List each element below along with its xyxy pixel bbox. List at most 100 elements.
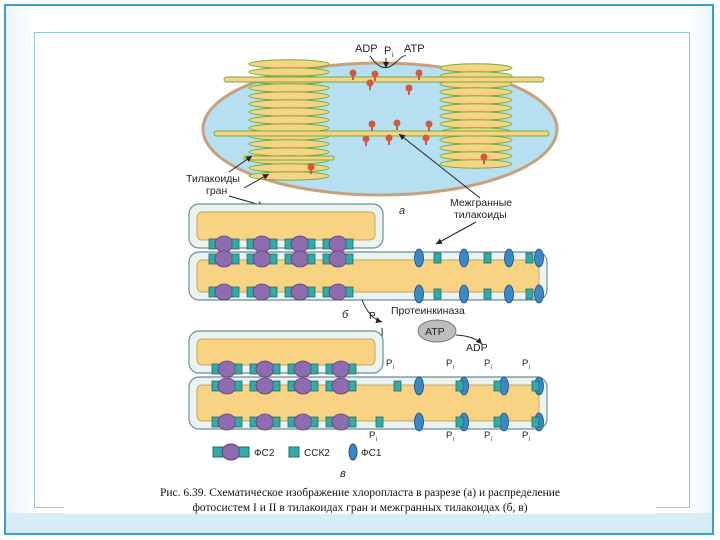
- ps1-particle: [534, 284, 544, 304]
- granum-disc: [248, 147, 330, 157]
- ps2-particle: [331, 413, 351, 431]
- figure: ADP P i ATP Тилакоиды гран Межгранные ти…: [64, 36, 656, 514]
- phospho-group: [385, 134, 393, 142]
- phospho-stem: [408, 91, 410, 95]
- pi-mark: P: [522, 358, 528, 369]
- ps2-particle: [252, 283, 272, 301]
- lhc2-square: [269, 253, 278, 265]
- lhc2-square: [393, 380, 402, 392]
- stroma-thylakoids-label-1: Межгранные: [450, 197, 512, 209]
- ps1-particle: [504, 248, 514, 268]
- phospho-group: [362, 135, 370, 143]
- protein-kinase-label: Протеинкиназа: [391, 305, 465, 317]
- granum-disc: [439, 135, 513, 145]
- pi-mark-sub: i: [376, 437, 377, 443]
- legend-lhc2-swatch: [288, 446, 300, 458]
- lhc2-square: [231, 238, 240, 250]
- ps2-particle: [328, 250, 348, 268]
- lhc2-square: [525, 288, 534, 300]
- pi-mark: P: [484, 430, 490, 441]
- legend-ps1-label: ФС1: [361, 448, 382, 459]
- stroma-lamella: [223, 76, 545, 83]
- grana-thylakoids-label-1: Тилакоиды: [186, 173, 240, 185]
- lhc2-square: [234, 363, 243, 375]
- ps1-particle: [534, 248, 544, 268]
- lhc2-square: [525, 252, 534, 264]
- lhc2-square: [269, 238, 278, 250]
- ps1-particle: [459, 248, 469, 268]
- granum-disc: [248, 163, 330, 173]
- granum-disc: [248, 115, 330, 125]
- granum-disc: [248, 67, 330, 77]
- ps2-particle: [252, 235, 272, 253]
- lhc2-square: [272, 416, 281, 428]
- lhc2-square: [493, 416, 502, 428]
- atp-ellipse: [417, 319, 457, 343]
- pi-label-top: P: [384, 45, 391, 57]
- atp-to-adp-arrow: [455, 334, 483, 345]
- phospho-group: [371, 70, 379, 78]
- lhc2-square: [310, 363, 319, 375]
- lhc2-square: [483, 288, 492, 300]
- chloroplast-section: ADP P i ATP: [201, 43, 559, 197]
- legend-ps1-swatch: [348, 443, 358, 461]
- granum-disc: [248, 171, 330, 181]
- ps2-particle: [217, 360, 237, 378]
- granum-disc: [439, 103, 513, 113]
- phospho-group: [425, 120, 433, 128]
- lhc2-square: [272, 363, 281, 375]
- phospho-stem: [310, 170, 312, 174]
- phospho-stem: [369, 86, 371, 90]
- lhc2-square: [348, 416, 357, 428]
- lhc2-square: [433, 252, 442, 264]
- ps2-particle: [290, 283, 310, 301]
- stroma-thylakoids-label-2: тилакоиды: [454, 209, 507, 221]
- lhc2-square: [269, 286, 278, 298]
- atp-mid-label: ATP: [425, 326, 445, 338]
- panel-a-label: а: [399, 205, 405, 217]
- pi-label-top-sub: i: [392, 52, 394, 59]
- pi-mark-sub: i: [491, 365, 492, 371]
- phospho-group: [307, 163, 315, 171]
- adp-label-top: ADP: [355, 43, 378, 55]
- lhc2-square: [307, 238, 316, 250]
- phospho-group: [422, 134, 430, 142]
- pi-mark: P: [484, 358, 490, 369]
- legend-lhc2-label: ССК2: [304, 448, 330, 459]
- ps2-particle: [217, 413, 237, 431]
- granum-disc: [248, 99, 330, 109]
- ps2-particle: [214, 250, 234, 268]
- phospho-group: [368, 120, 376, 128]
- caption-line-2: фотосистем I и II в тилакоидах гран и ме…: [192, 502, 528, 514]
- panel-c-membranes: [188, 330, 548, 432]
- ps2-particle: [293, 360, 313, 378]
- lhc2-square: [455, 380, 464, 392]
- pi-mark-sub: i: [453, 437, 454, 443]
- ps1-particle: [459, 284, 469, 304]
- lhc2-square: [272, 380, 281, 392]
- ps1-particle: [414, 412, 424, 432]
- lhc2-square: [433, 288, 442, 300]
- pi-mark: P: [446, 358, 452, 369]
- lhc2-square: [348, 380, 357, 392]
- granum-disc: [439, 119, 513, 129]
- grana-arrow-2: [243, 173, 270, 189]
- lhc2-square: [345, 238, 354, 250]
- ps2-particle: [255, 413, 275, 431]
- adp-mid-label: ADP: [466, 342, 488, 354]
- phospho-stem: [418, 76, 420, 80]
- lhc2-square: [307, 286, 316, 298]
- right-decor-band: [690, 6, 712, 513]
- granum-disc: [248, 83, 330, 93]
- figure-caption: Рис. 6.39. Схематическое изображение хло…: [64, 486, 656, 516]
- panel-b-label: б: [342, 309, 349, 321]
- phospho-stem: [396, 126, 398, 130]
- caption-line-1: Рис. 6.39. Схематическое изображение хло…: [159, 487, 561, 499]
- lhc2-square: [493, 380, 502, 392]
- pi-mark: P: [386, 358, 392, 369]
- lumen: [196, 338, 376, 366]
- phospho-groups-a: [307, 69, 488, 174]
- phospho-stem: [425, 141, 427, 145]
- ps2-particle: [214, 283, 234, 301]
